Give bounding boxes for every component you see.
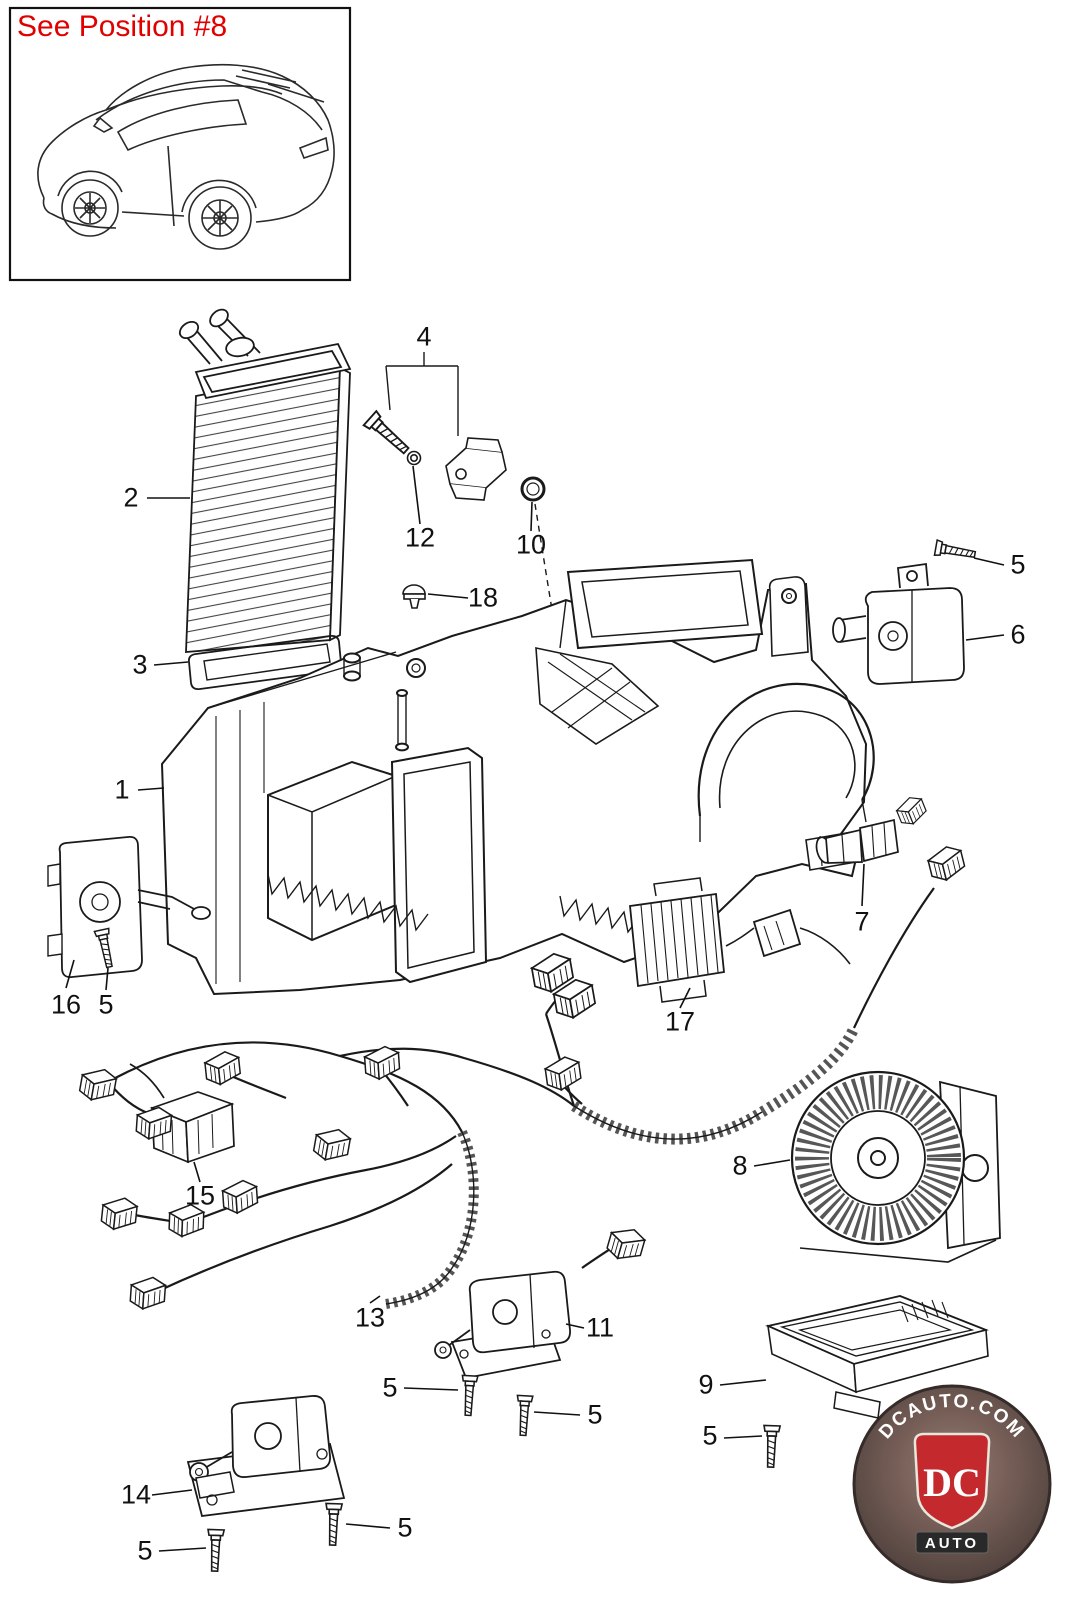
harness-connector [128,1274,168,1312]
screw-part-5 [205,1528,226,1573]
tray-part-9 [761,1295,989,1469]
screw-part-5-top-right [933,539,978,564]
screw-part-5 [459,1374,479,1417]
callout-18: 18 [467,582,499,613]
dc-auto-watermark: DCAUTO.COM DC AUTO [852,1384,1052,1584]
watermark-banner-text: AUTO [925,1535,979,1552]
callout-13: 13 [354,1302,386,1333]
callout-14: 14 [120,1479,152,1510]
callout-4: 4 [416,321,432,352]
callout-10: 10 [515,529,547,560]
screw-part-5 [514,1394,534,1437]
callout-16: 16 [50,989,82,1020]
harness-connector [220,1178,260,1216]
callout-9: 9 [698,1369,714,1400]
callout-12: 12 [404,522,436,553]
screw-part-12 [362,410,414,459]
watermark-shield-text: DC [923,1460,981,1505]
callout-5: 5 [137,1535,153,1566]
sensor-part-7 [815,818,899,864]
callout-5: 5 [382,1372,398,1403]
actuator-part-11 [434,1270,571,1437]
actuator-part-6 [832,539,978,685]
callout-7: 7 [854,906,870,937]
actuator-part-16 [47,836,211,978]
harness-connector [311,1124,353,1165]
harness-connector [99,1194,139,1233]
callout-5: 5 [702,1420,718,1451]
wiring-harness-part-13 [77,792,968,1312]
callout-2: 2 [123,482,139,513]
screw-part-5 [323,1502,344,1547]
harness-connector [604,1222,648,1266]
actuator-part-14 [186,1395,346,1573]
clip-part-18 [402,584,426,609]
harness-connector [924,842,968,885]
mounting-kit-part-4 [362,352,558,641]
harness-connector [202,1049,243,1087]
callout-8: 8 [732,1150,748,1181]
callout-5: 5 [587,1399,603,1430]
harness-connector [893,792,930,829]
callout-3: 3 [132,649,148,680]
harness-connector [542,1054,584,1093]
car-inset-box [8,6,352,282]
callout-6: 6 [1010,619,1026,650]
callout-5: 5 [98,989,114,1020]
callout-1: 1 [114,774,130,805]
watermark-shield-icon [913,1432,991,1530]
callout-17: 17 [664,1006,696,1037]
callout-11: 11 [585,1312,615,1343]
callout-15: 15 [184,1180,216,1211]
callout-5: 5 [1010,549,1026,580]
screw-part-5 [761,1424,782,1469]
blower-motor-part-8 [790,1070,1001,1263]
car-drawing [37,63,335,250]
inset-title: See Position #8 [17,10,228,43]
callout-5: 5 [397,1512,413,1543]
resistor-part-17 [629,877,851,1003]
harness-connector [77,1064,119,1105]
heater-core-part-2 [178,308,352,653]
leader-lines [65,465,1005,1552]
